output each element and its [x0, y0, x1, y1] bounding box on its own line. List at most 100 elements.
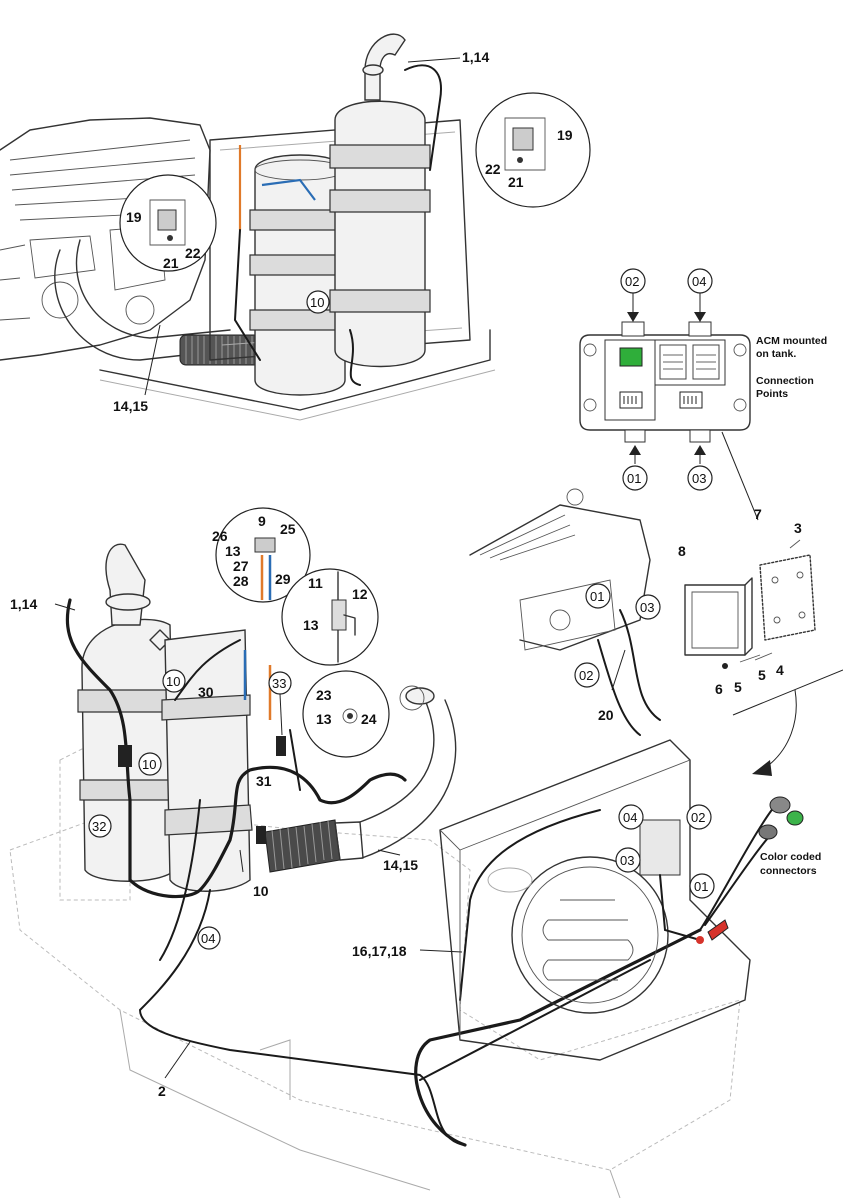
callout-14-15-top: 14,15 [113, 398, 148, 414]
detail-bubble-23-24: 23 13 24 [302, 670, 390, 758]
callout-21-b: 21 [508, 174, 524, 190]
callout-19-a: 19 [126, 209, 142, 225]
callout-5-b: 5 [734, 679, 742, 695]
callout-16-17-18: 16,17,18 [352, 943, 407, 959]
color-note-line-1: Color coded [760, 851, 821, 863]
red-connector [707, 919, 729, 941]
callout-21-a: 21 [163, 255, 179, 271]
callout-5-a: 5 [758, 667, 766, 683]
engine-port-01: 01 [585, 583, 611, 609]
top-assembly: 19 22 21 19 21 22 1,14 10 14,15 [0, 33, 591, 421]
detail-bubble-sensor-left: 19 22 21 [119, 174, 217, 272]
engine-port-02: 02 [574, 662, 600, 688]
svg-text:03: 03 [640, 600, 654, 615]
callout-1-14-bottom: 1,14 [10, 596, 37, 612]
bottom-assembly: 1,14 10 30 33 10 31 32 10 14,15 04 16,17… [9, 543, 821, 1198]
svg-text:03: 03 [620, 853, 634, 868]
harness-16-17-18 [414, 928, 702, 1147]
exhaust-pipe-top [54, 249, 231, 361]
callout-12: 12 [352, 586, 368, 602]
callout-29: 29 [275, 571, 291, 587]
detail-bubble-9-29: 9 26 25 13 27 28 29 [212, 507, 311, 603]
acm-port-01: 01 [622, 465, 648, 491]
engine-side-assembly: 01 03 02 20 [469, 488, 843, 776]
svg-text:32: 32 [92, 819, 106, 834]
scr-canister-bottom [161, 629, 253, 892]
callout-10-top: 10 [306, 290, 330, 314]
callout-7: 7 [754, 506, 762, 522]
acm-note-line-1: ACM mounted [756, 335, 827, 347]
callout-23: 23 [316, 687, 332, 703]
callout-10-bottom-c: 10 [253, 883, 269, 899]
callout-31: 31 [256, 773, 272, 789]
callout-8: 8 [678, 543, 686, 559]
acm-port-03: 03 [687, 465, 713, 491]
main-harness [65, 598, 407, 899]
callout-20: 20 [598, 707, 614, 723]
callout-1-14-top: 1,14 [462, 49, 489, 65]
callout-22-a: 22 [185, 245, 201, 261]
callout-13-a: 13 [225, 543, 241, 559]
svg-text:01: 01 [694, 879, 708, 894]
callout-6: 6 [715, 681, 723, 697]
acm-module-group: 02 04 01 03 ACM mounted on tank. Connect… [579, 268, 827, 521]
scr-canister-top [329, 33, 431, 368]
callout-13-b: 13 [303, 617, 319, 633]
svg-text:10: 10 [142, 757, 156, 772]
svg-text:02: 02 [691, 810, 705, 825]
svg-text:01: 01 [627, 471, 641, 486]
acm-note-line-4: Points [756, 388, 788, 400]
acm-port-02: 02 [620, 268, 646, 294]
harness-top-1-14 [404, 64, 442, 171]
acm-module [579, 321, 751, 443]
tank-port-02: 02 [686, 804, 712, 830]
callout-30: 30 [198, 684, 214, 700]
callout-9: 9 [258, 513, 266, 529]
callout-26: 26 [212, 528, 228, 544]
detail-bubble-sensor-right: 19 21 22 [475, 92, 591, 208]
svg-text:10: 10 [310, 295, 324, 310]
engine-port-03: 03 [635, 594, 661, 620]
tank-port-04: 04 [618, 804, 644, 830]
acm-status-indicator [619, 347, 643, 367]
callout-33: 33 [268, 671, 292, 695]
acm-note-line-3: Connection [756, 375, 814, 387]
callout-11: 11 [308, 575, 323, 591]
callout-22-b: 22 [485, 161, 501, 177]
color-note-line-2: connectors [760, 865, 817, 877]
detail-bubble-11-13: 11 12 13 [281, 568, 379, 666]
svg-text:04: 04 [201, 931, 215, 946]
callout-27: 27 [233, 558, 249, 574]
callout-25: 25 [280, 521, 296, 537]
svg-text:04: 04 [692, 274, 706, 289]
callout-24: 24 [361, 711, 377, 727]
callout-04-harness: 04 [197, 926, 221, 950]
callout-14-15-bottom: 14,15 [383, 857, 418, 873]
svg-text:04: 04 [623, 810, 637, 825]
svg-text:33: 33 [272, 676, 286, 691]
callout-28: 28 [233, 573, 249, 589]
acm-port-04: 04 [687, 268, 713, 294]
callout-4: 4 [776, 662, 784, 678]
tank-port-01: 01 [689, 873, 715, 899]
svg-text:01: 01 [590, 589, 604, 604]
svg-text:02: 02 [579, 668, 593, 683]
callout-13-c: 13 [316, 711, 332, 727]
acm-note-line-2: on tank. [756, 348, 796, 360]
callout-19-b: 19 [557, 127, 573, 143]
acm-bracket: 7 3 8 4 5 5 6 [678, 506, 816, 697]
flex-tube-bottom [264, 819, 364, 873]
callout-10-bottom-b: 10 [138, 752, 162, 776]
callout-32: 32 [88, 814, 112, 838]
dpf-canister-top [249, 154, 351, 396]
green-connector [786, 810, 804, 826]
callout-10-bottom-a: 10 [162, 669, 186, 693]
svg-text:10: 10 [166, 674, 180, 689]
callout-2: 2 [158, 1083, 166, 1099]
callout-3: 3 [794, 520, 802, 536]
svg-text:03: 03 [692, 471, 706, 486]
tank-port-03: 03 [615, 847, 641, 873]
svg-text:02: 02 [625, 274, 639, 289]
def-tank [439, 739, 804, 1061]
